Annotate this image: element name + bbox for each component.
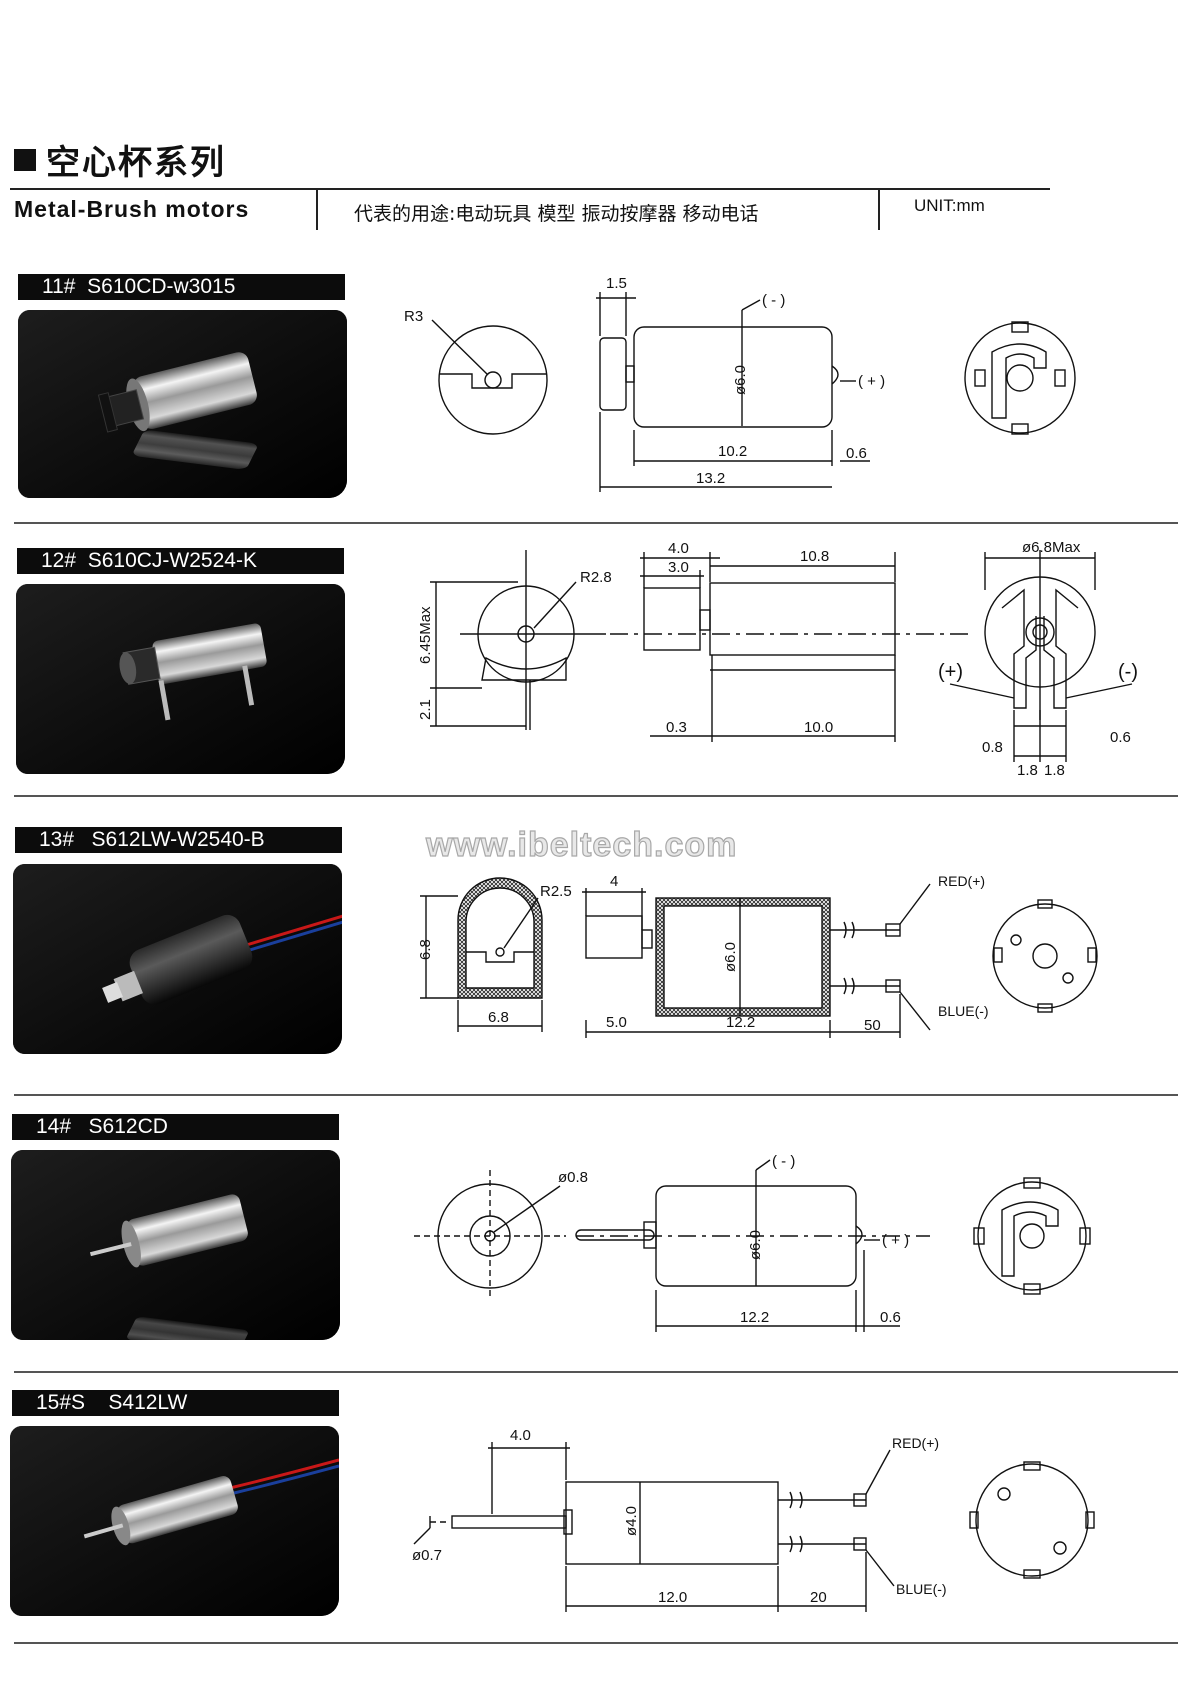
dim-length: 12.2 — [726, 1014, 755, 1031]
dim-width: 6.8 — [488, 1009, 509, 1026]
product-label-12: 12# S610CJ-W2524-K — [17, 548, 344, 574]
product-photo-14 — [11, 1150, 340, 1340]
dim-shaft-diameter: ø0.7 — [412, 1547, 442, 1564]
header-divider — [878, 190, 880, 230]
product-label-13: 13# S612LW-W2540-B — [15, 827, 342, 853]
dim-length: 4.0 — [510, 1427, 531, 1444]
dim-width: 1.8 — [1017, 762, 1038, 779]
dim-radius: R2.8 — [580, 569, 612, 586]
dim-length: 20 — [810, 1589, 827, 1606]
terminal-minus: (-) — [1118, 661, 1138, 683]
technical-drawing-12: 6.45Max 2.1 R2.8 4.0 3.0 10.8 0.3 10.0 ø… — [417, 539, 1138, 779]
product-label-11: 11# S610CD-w3015 — [18, 274, 345, 300]
dim-length: 4 — [610, 873, 618, 890]
black-square-icon — [14, 149, 36, 171]
terminal-minus: ( - ) — [762, 292, 785, 309]
dim-diameter: ø4.0 — [623, 1506, 640, 1536]
wire-blue-label: BLUE(-) — [938, 1003, 989, 1019]
product-photo-11 — [18, 310, 347, 498]
dim-length: 50 — [864, 1017, 881, 1034]
watermark: www.ibeltech.com — [425, 825, 738, 864]
technical-drawing-14: ø0.8 ( - ) ø6.0 ( + ) 12.2 0.6 — [414, 1153, 1091, 1332]
dim-diameter: ø6.0 — [722, 942, 739, 972]
dim-height: 2.1 — [417, 699, 434, 720]
dim-width: 1.8 — [1044, 762, 1065, 779]
dim-shaft-diameter: ø0.8 — [558, 1169, 588, 1186]
dim-width: 0.6 — [1110, 729, 1131, 746]
technical-drawing-13: 6.8 R2.5 4 6.8 ø6.0 5.0 12.2 50 RED(+) B… — [417, 873, 1098, 1038]
header-divider — [316, 190, 318, 230]
dim-radius: R2.5 — [540, 883, 572, 900]
product-photo-15 — [10, 1426, 339, 1616]
technical-drawing-11: R3 1.5 ( - ) ø6.0 ( + ) 10.2 0.6 13.2 — [404, 275, 1076, 492]
product-label-15: 15#S S412LW — [12, 1390, 339, 1416]
dim-length: 5.0 — [606, 1014, 627, 1031]
section-separator — [14, 1642, 1178, 1644]
dim-length: 0.6 — [880, 1309, 901, 1326]
dim-height: 6.8 — [417, 939, 434, 960]
dim-diameter: ø6.0 — [732, 365, 749, 395]
dim-width: 0.8 — [982, 739, 1003, 756]
product-line-name: Metal-Brush motors — [14, 196, 250, 222]
dim-length: 4.0 — [668, 540, 689, 557]
product-photo-12 — [16, 584, 345, 774]
terminal-plus: ( + ) — [858, 373, 885, 390]
dim-length: 12.2 — [740, 1309, 769, 1326]
section-title: 空心杯系列 — [14, 135, 226, 184]
header-rule — [10, 188, 1050, 190]
unit-label: UNIT:mm — [914, 196, 985, 215]
wire-blue-label: BLUE(-) — [896, 1581, 947, 1597]
dim-length: 3.0 — [668, 559, 689, 576]
usage-text: 代表的用途:电动玩具 模型 振动按摩器 移动电话 — [354, 203, 759, 225]
terminal-plus: ( + ) — [882, 1232, 909, 1249]
dim-length: 12.0 — [658, 1589, 687, 1606]
wire-red-label: RED(+) — [938, 873, 985, 889]
technical-drawing-15: 4.0 RED(+) ø4.0 ø0.7 12.0 20 BLUE(-) — [412, 1427, 1095, 1612]
section-separator — [14, 795, 1178, 797]
dim-length: 10.2 — [718, 443, 747, 460]
section-separator — [14, 1371, 1178, 1373]
wire-red-label: RED(+) — [892, 1435, 939, 1451]
dim-diameter: ø6.8Max — [1022, 539, 1081, 556]
product-label-14: 14# S612CD — [12, 1114, 339, 1140]
terminal-minus: ( - ) — [772, 1153, 795, 1170]
section-separator — [14, 522, 1178, 524]
dim-length: 10.0 — [804, 719, 833, 736]
dim-length: 1.5 — [606, 275, 627, 292]
dim-height: 6.45Max — [417, 606, 434, 664]
dim-length: 0.6 — [846, 445, 867, 462]
section-separator — [14, 1094, 1178, 1096]
dim-radius: R3 — [404, 308, 423, 325]
product-photo-13 — [13, 864, 342, 1054]
dim-length: 10.8 — [800, 548, 829, 565]
dim-length: 0.3 — [666, 719, 687, 736]
terminal-plus: (+) — [938, 661, 963, 683]
dim-diameter: ø6.0 — [747, 1230, 764, 1260]
dim-length: 13.2 — [696, 470, 725, 487]
